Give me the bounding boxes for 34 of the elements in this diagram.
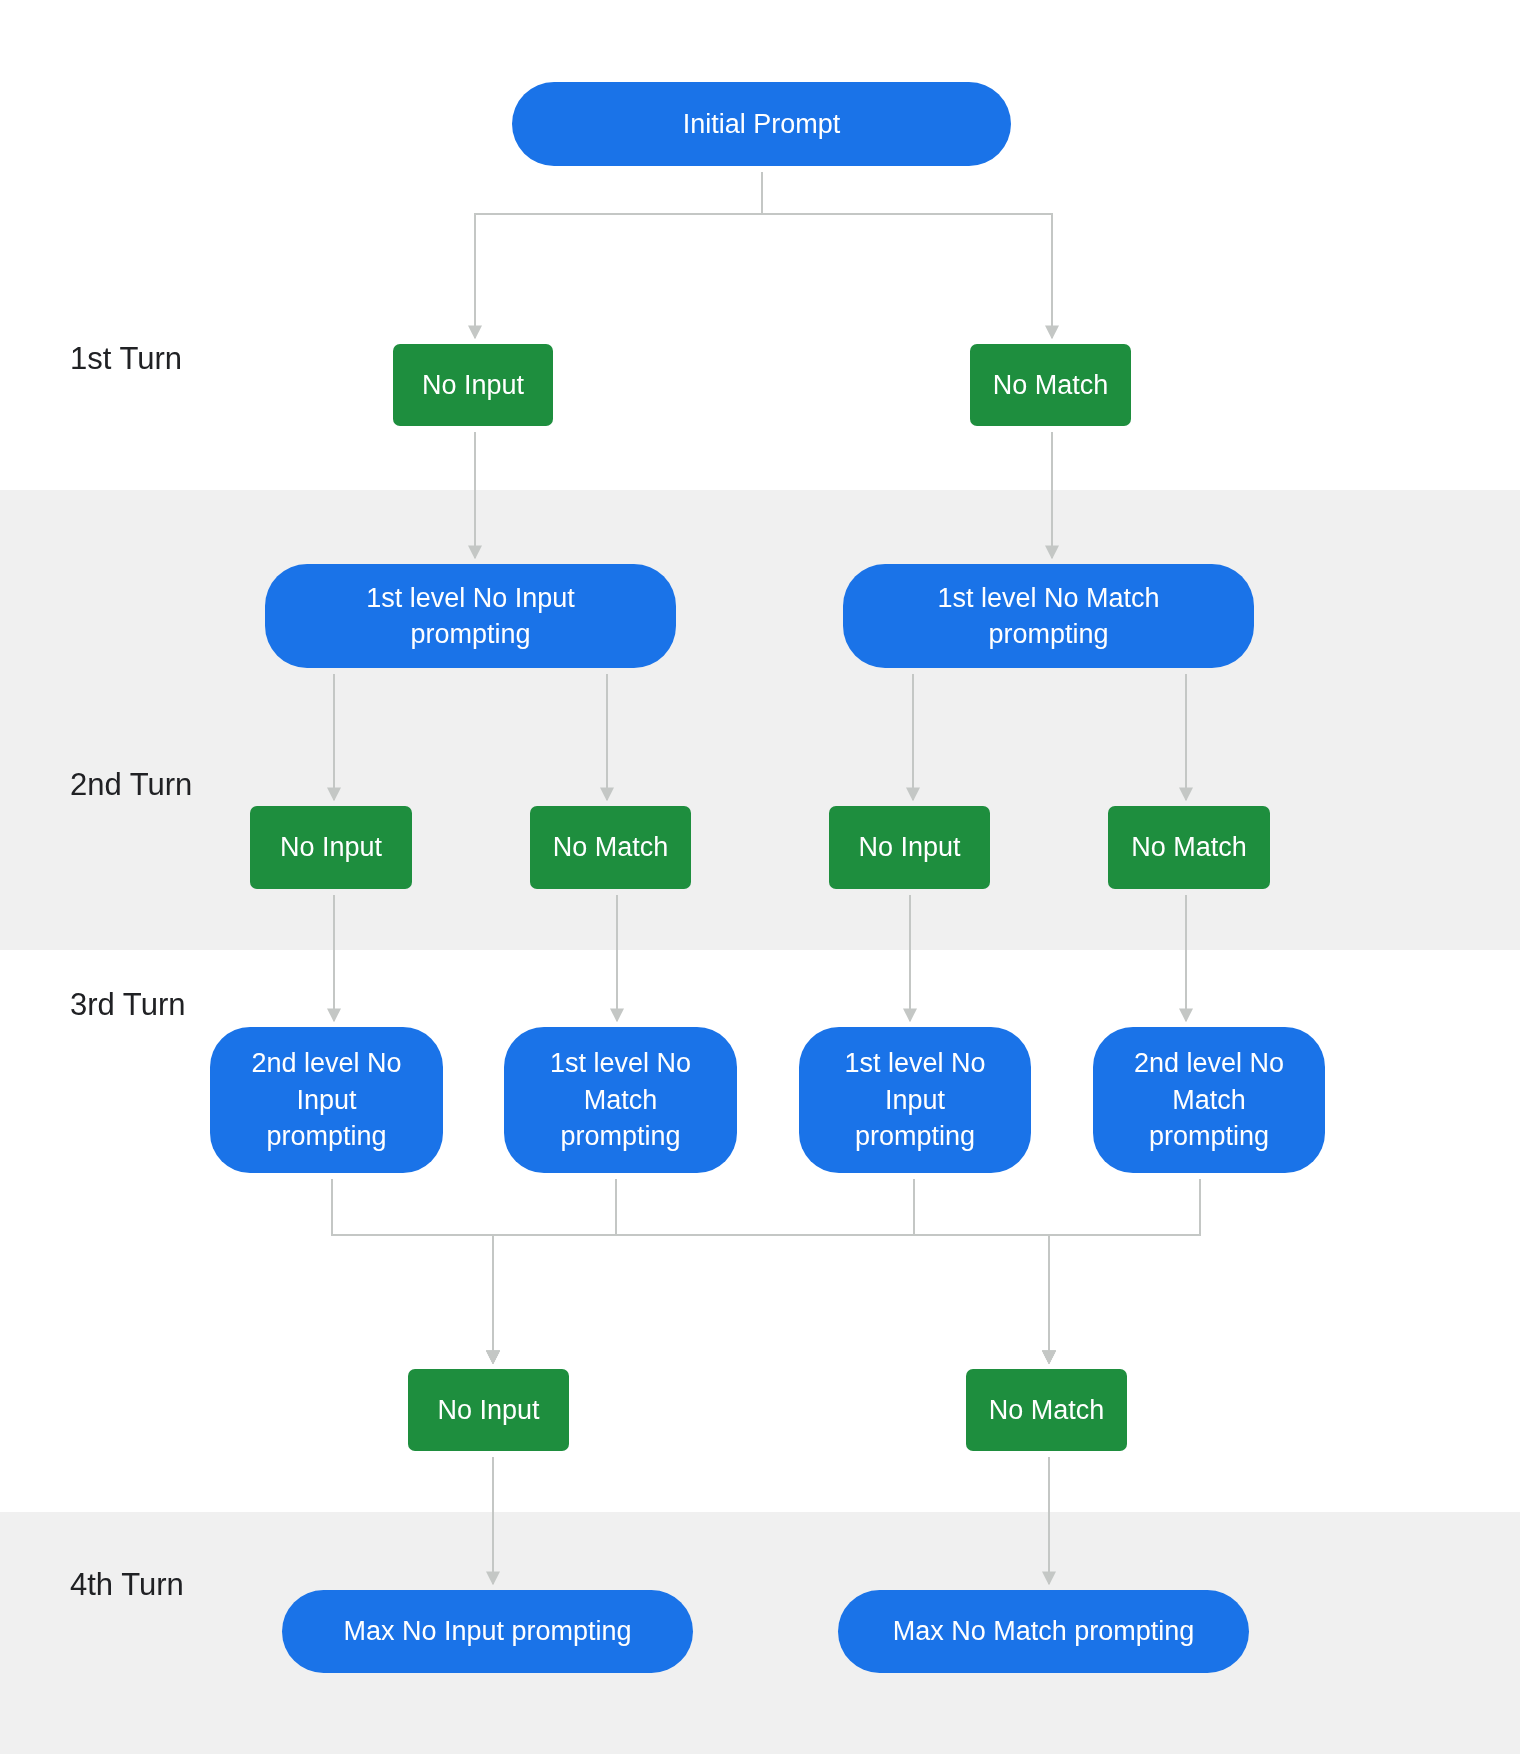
prompt-box: 1st level No Match prompting [843,564,1254,668]
connector-arrow [610,894,624,1023]
condition-box: No Match [530,806,691,889]
connector-arrow [1179,894,1193,1023]
condition-box: No Match [966,1369,1127,1451]
condition-box: No Match [970,344,1131,426]
connector-arrow [903,894,917,1023]
condition-box: No Input [408,1369,569,1451]
prompt-box: 1st level No Input prompting [799,1027,1031,1173]
connector-arrow [486,1456,500,1586]
connector-arrow [1042,1456,1056,1586]
connector-arrow [1179,673,1193,802]
condition-box: No Input [393,344,553,426]
prompt-box: 2nd level No Match prompting [1093,1027,1325,1173]
prompt-box: 2nd level No Input prompting [210,1027,443,1173]
connector-arrow [327,894,341,1023]
prompt-box: 1st level No Match prompting [504,1027,737,1173]
connector-arrow [327,673,341,802]
turn-label: 1st Turn [70,340,182,378]
connector-arrow [1045,431,1059,560]
connector-arrow [468,431,482,560]
connector-arrow [761,171,1059,340]
connector-arrow [906,673,920,802]
prompt-box: 1st level No Input prompting [265,564,676,668]
turn-label: 3rd Turn [70,986,186,1024]
prompt-box: Max No Match prompting [838,1590,1249,1673]
prompt-box: Max No Input prompting [282,1590,693,1673]
turn-label: 4th Turn [70,1566,184,1604]
prompt-box: Initial Prompt [512,82,1011,166]
turn-label: 2nd Turn [70,766,193,804]
condition-box: No Match [1108,806,1270,889]
connector-arrow [600,673,614,802]
condition-box: No Input [829,806,990,889]
condition-box: No Input [250,806,412,889]
